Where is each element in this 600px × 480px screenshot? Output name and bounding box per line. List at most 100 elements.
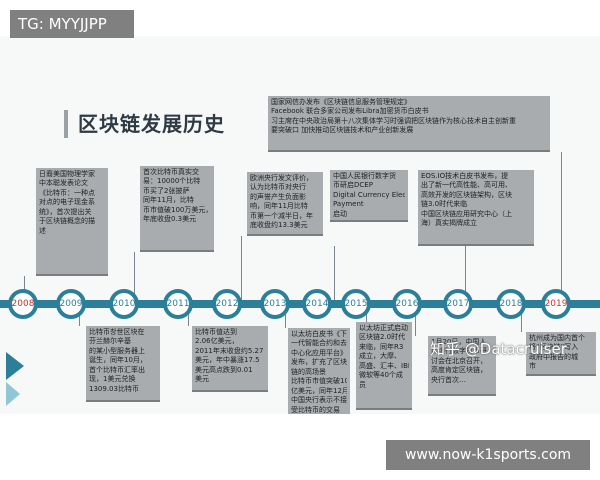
event-line: 国家网信办发布《区块链信息服务管理规定》 bbox=[271, 98, 411, 106]
event-box-2015: 以太坊正式启动， 区块链2.0时代 来临，同年R3 成立，大摩、 高盛、汇丰、I… bbox=[356, 322, 412, 410]
stem-2015 bbox=[366, 308, 367, 322]
timeline-node: 2012 bbox=[212, 289, 242, 319]
event-line: 员 bbox=[359, 380, 366, 389]
event-line: 发布，扩充了区块 bbox=[291, 358, 347, 367]
stem-2009 bbox=[79, 308, 80, 326]
event-line: 响，同年11月比特 bbox=[250, 202, 308, 211]
event-line: 诞生，同年10月， bbox=[89, 356, 147, 365]
event-line: 的声誉产生负面影 bbox=[250, 192, 306, 201]
event-line: 美元 bbox=[195, 375, 209, 384]
event-box-2012: 欧洲央行发文评价， 认为比特币对央行 的声誉产生负面影 响，同年11月比特 币第… bbox=[247, 172, 323, 236]
event-line: 欧洲央行发文评价， bbox=[250, 174, 313, 182]
event-box-2014: 中国人民银行数字货 币研启DCEP Digital Currency Elect… bbox=[330, 170, 408, 222]
stem-2019 bbox=[561, 152, 562, 302]
stem-2011 bbox=[188, 308, 189, 326]
event-line: 高效开发的区块链架构，区块 bbox=[421, 190, 512, 199]
event-line: 底收盘约13.3美元 bbox=[250, 221, 308, 230]
event-line: 习主席在中央政治局第十八次集体学习时强调把区块链作为核心技术自主创新重 bbox=[271, 116, 516, 125]
timeline-node: 2019 bbox=[541, 289, 571, 319]
timeline-node: 2018 bbox=[496, 289, 526, 319]
event-line: 一代智能合约和去 bbox=[291, 339, 347, 348]
timeline-node: 2011 bbox=[163, 289, 193, 319]
watermark-zhihu: 知乎 @Datacruiser bbox=[430, 340, 567, 358]
event-line: 政府中报告的城 bbox=[529, 352, 578, 361]
event-line: EOS.IO技术白皮书发布，提 bbox=[421, 172, 509, 180]
event-box-2017: EOS.IO技术白皮书发布，提 出了新一代高性能、高可用、 高效开发的区块链架构… bbox=[418, 170, 534, 246]
event-line: 芬兰赫尔辛基 bbox=[89, 337, 131, 346]
event-line: 海）真实揭牌成立 bbox=[421, 219, 477, 228]
event-line: 以太坊白皮书《下 bbox=[291, 330, 347, 338]
event-line: 央行首次… bbox=[431, 375, 466, 384]
event-line: 微软等40个成 bbox=[359, 371, 403, 380]
event-line: 讨会在北京召开， bbox=[431, 356, 487, 365]
event-line: 年底收盘0.3美元 bbox=[143, 215, 197, 224]
event-line: 美元，年中暴涨17.5 bbox=[195, 356, 260, 365]
timeline-axis bbox=[0, 300, 600, 308]
event-box-2019: 国家网信办发布《区块链信息服务管理规定》 Facebook 联合多家公司发布Li… bbox=[268, 96, 550, 152]
event-line: 亿美元，同年12月 bbox=[291, 386, 347, 395]
event-line: 将“区块链”写入 bbox=[529, 343, 579, 352]
event-line: 述 bbox=[39, 226, 46, 235]
event-line: 以太坊正式启动， bbox=[359, 324, 409, 332]
event-line: 2011年末收盘约5.27 bbox=[195, 346, 264, 355]
timeline-node: 2008 bbox=[8, 289, 38, 319]
watermark-bottom: www.now-k1sports.com bbox=[386, 440, 590, 470]
event-line: 高盛、汇丰、IBM bbox=[359, 361, 409, 370]
event-line: 币研启DCEP bbox=[333, 181, 373, 190]
event-line: 首个比特币汇率出 bbox=[89, 365, 145, 374]
event-line: 币市值破100万美元， bbox=[143, 205, 211, 214]
event-line: 比特币창世区块在 bbox=[89, 328, 145, 336]
event-line: 区块链2.0时代 bbox=[359, 333, 406, 342]
event-line: 首次比特币真实交 bbox=[143, 168, 199, 176]
event-line: 中国央行表示不接 bbox=[291, 396, 347, 405]
event-box-2010: 首次比特币真实交 易：10000个比特 币买了2张披萨 同年11月，比特 币市值… bbox=[140, 166, 214, 252]
event-line: 同年11月，比特 bbox=[143, 196, 194, 205]
timeline-node: 2017 bbox=[443, 289, 473, 319]
event-box-2011: 比特币值达到 2.06亿美元， 2011年末收盘约5.27 美元，年中暴涨17.… bbox=[192, 326, 268, 392]
event-line: 于区块链概念的描 bbox=[39, 217, 95, 226]
timeline-node: 2009 bbox=[56, 289, 86, 319]
stem-2010 bbox=[134, 252, 135, 302]
event-line: 币买了2张披萨 bbox=[143, 186, 190, 195]
event-line: 美元高点跌到0.01 bbox=[195, 365, 253, 374]
event-box-2016: 1月20日，中国人 民银行数字货币研 讨会在北京召开， 高度肯定区块链， 央行首… bbox=[428, 336, 496, 396]
event-line: 启动 bbox=[333, 209, 347, 218]
decorative-triangle-icon bbox=[6, 352, 24, 406]
event-line: 1月20日，中国人 bbox=[431, 338, 487, 346]
event-box-2008: 日裔美国物理学家 中本聪发表论文 《比特币：一种点 对点的电子现金系 统》，首次… bbox=[36, 168, 108, 276]
stem-2014 bbox=[334, 246, 335, 302]
event-line: Facebook 联合多家公司发布Libra加密货币白皮书 bbox=[271, 107, 429, 116]
event-line: 市 bbox=[529, 362, 536, 371]
event-line: 比特币市值突破10 bbox=[291, 377, 347, 386]
timeline-node: 2013 bbox=[260, 289, 290, 319]
event-line: 中国区块链应用研究中心（上 bbox=[421, 209, 512, 218]
event-line: 比特币值达到 bbox=[195, 328, 237, 336]
event-line: 中国人民银行数字货 bbox=[333, 172, 396, 180]
stem-2016 bbox=[415, 308, 416, 336]
event-line: 要突破口 加快推动区块链技术和产业创新发展 bbox=[271, 126, 414, 135]
stem-2017 bbox=[465, 246, 466, 302]
event-line: 出了新一代高性能、高可用、 bbox=[421, 181, 512, 190]
event-line: 来临，同年R3 bbox=[359, 342, 404, 351]
event-line: 中心化应用平台》 bbox=[291, 348, 347, 357]
event-line: 成立，大摩、 bbox=[359, 352, 401, 361]
event-line: 民银行数字货币研 bbox=[431, 347, 487, 356]
timeline-node: 2015 bbox=[341, 289, 371, 319]
event-line: 币第一个减半日，年 bbox=[250, 211, 313, 220]
stem-2012 bbox=[241, 236, 242, 302]
event-line: 受比特币的交易 bbox=[291, 405, 340, 414]
event-line: 《比特币：一种点 bbox=[39, 188, 95, 197]
event-line: 对点的电子现金系 bbox=[39, 198, 95, 207]
timeline-node: 2010 bbox=[109, 289, 139, 319]
event-line: 日裔美国物理学家 bbox=[39, 170, 95, 178]
slide-title: 区块链发展历史 bbox=[78, 112, 225, 136]
event-line: 链的高场景 bbox=[291, 367, 326, 376]
timeline-node: 2014 bbox=[302, 289, 332, 319]
event-line: 现，1美元兑换 bbox=[89, 375, 136, 384]
event-box-2013: 以太坊白皮书《下 一代智能合约和去 中心化应用平台》 发布，扩充了区块 链的高场… bbox=[288, 328, 350, 414]
event-line: Payment bbox=[333, 200, 364, 209]
timeline-node: 2016 bbox=[392, 289, 422, 319]
event-line: 易：10000个比特 bbox=[143, 177, 201, 186]
event-line: 认为比特币对央行 bbox=[250, 183, 306, 192]
event-line: 杭州成为国内首个 bbox=[529, 334, 585, 342]
